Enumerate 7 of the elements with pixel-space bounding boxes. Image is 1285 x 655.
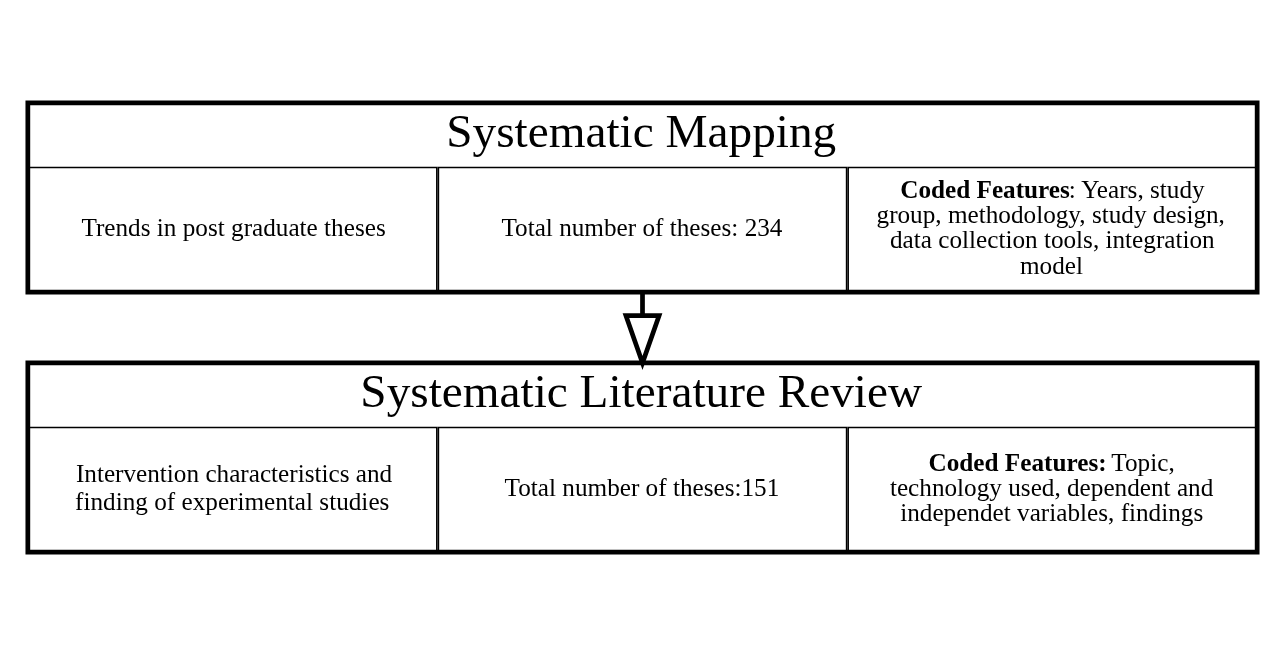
node-box: Total number of theses: 234 bbox=[437, 166, 848, 293]
arrow bbox=[622, 292, 663, 371]
node-box: Trends in post graduate theses bbox=[27, 166, 438, 293]
node-box: Total number of theses:151 bbox=[437, 426, 848, 553]
node-box: Coded Features: Topic, technology used, dependent and independet variables, findings bbox=[847, 426, 1258, 553]
node-box: Coded Features: Years, study group, methodology, study design, data collection tools, integration model bbox=[847, 166, 1258, 293]
node-box: Intervention characteristics and finding of experimental studies bbox=[27, 426, 438, 553]
